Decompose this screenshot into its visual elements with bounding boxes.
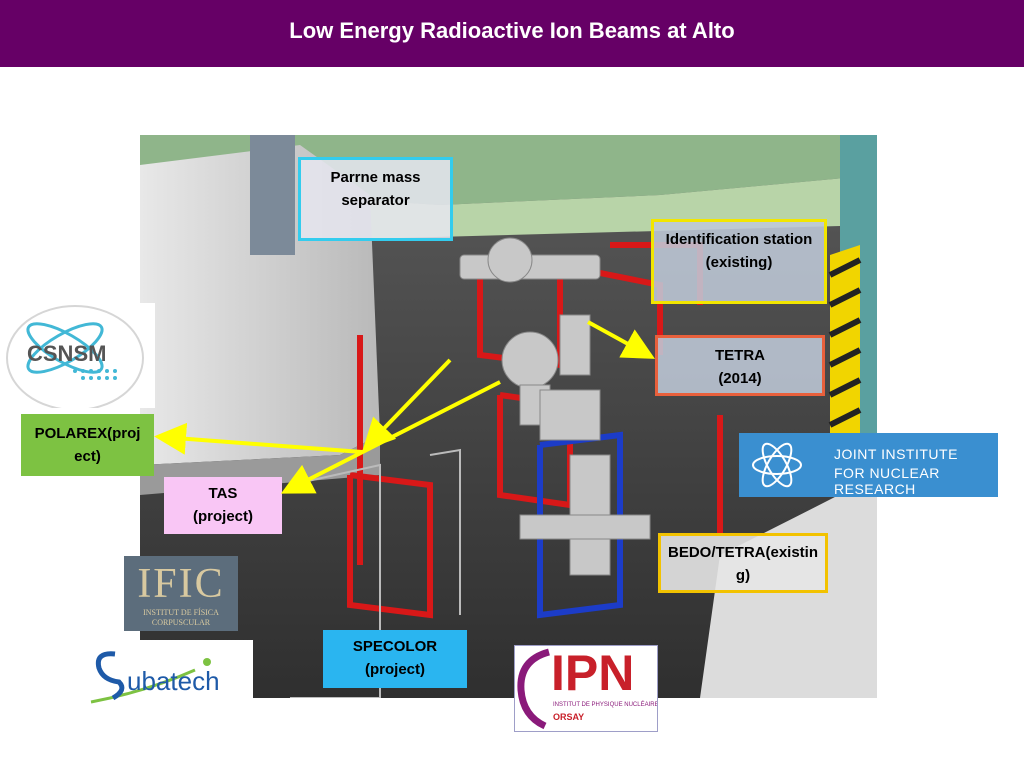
subatech-logo: ubatech (85, 640, 253, 710)
specolor-label: SPECOLOR (project) (323, 630, 467, 688)
subatech-logo-text: ubatech (127, 666, 220, 696)
title-bar: Low Energy Radioactive Ion Beams at Alto (0, 0, 1024, 67)
ific-logo-line1: INSTITUT DE FÍSICA (143, 608, 219, 617)
arrow-to-tas (280, 380, 501, 494)
ipn-logo-city: ORSAY (553, 712, 585, 722)
specolor-label-text: SPECOLOR (project) (352, 638, 438, 678)
identification-label-text: Identification station (existing) (665, 231, 813, 271)
tetra-label-text: TETRA (2014) (715, 347, 765, 387)
jinr-logo-line2: FOR NUCLEAR RESEARCH (834, 465, 940, 497)
csnsm-logo: CSNSM (5, 303, 155, 408)
csnsm-logo-text: CSNSM (27, 341, 106, 366)
tas-label: TAS (project) (164, 477, 282, 534)
bedo-label-text: BEDO/TETRA(existing) (667, 544, 818, 584)
arrow-into-setup (362, 358, 452, 451)
tetra-label: TETRA (2014) (655, 335, 825, 396)
parrne-mass-separator-label: Parrne mass separator (298, 157, 453, 241)
ipn-logo-line: INSTITUT DE PHYSIQUE NUCLÉAIRE (553, 702, 658, 708)
bedo-tetra-label: BEDO/TETRA(existing) (658, 533, 828, 593)
slide-title: Low Energy Radioactive Ion Beams at Alto (289, 18, 735, 43)
ipn-orsay-logo: IPN INSTITUT DE PHYSIQUE NUCLÉAIRE ORSAY (514, 645, 658, 732)
ific-logo-main: IFIC (137, 561, 225, 607)
ific-logo-line2: CORPUSCULAR (151, 618, 211, 627)
tas-label-text: TAS (project) (193, 485, 253, 525)
identification-station-label: Identification station (existing) (651, 219, 827, 304)
polarex-label-text: POLAREX(project) (34, 425, 141, 465)
parrne-label-text: Parrne mass separator (330, 169, 421, 209)
arrow-to-polarex (154, 422, 363, 455)
arrow-to-tetra (587, 320, 656, 359)
ific-logo: IFIC INSTITUT DE FÍSICA CORPUSCULAR (124, 556, 238, 631)
ipn-logo-main: IPN (551, 645, 635, 701)
jinr-logo: JOINT INSTITUTE FOR NUCLEAR RESEARCH (739, 433, 998, 497)
jinr-logo-line1: JOINT INSTITUTE (834, 446, 958, 462)
polarex-label: POLAREX(project) (21, 414, 154, 476)
